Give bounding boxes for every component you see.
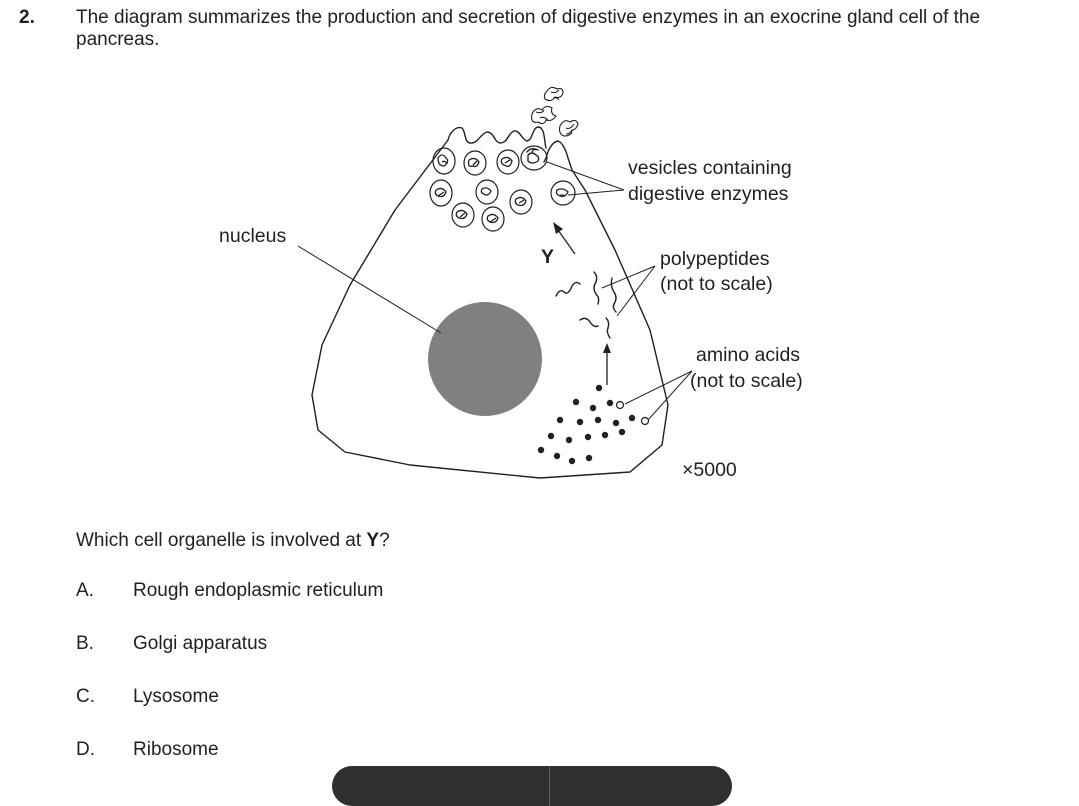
option-letter: B. bbox=[76, 633, 94, 654]
exocytosis-neck bbox=[526, 147, 539, 153]
label-vesicles-line2: digestive enzymes bbox=[628, 183, 789, 205]
option-b[interactable]: B. Golgi apparatus bbox=[76, 633, 267, 655]
option-letter: A. bbox=[76, 580, 94, 601]
option-text: Golgi apparatus bbox=[133, 633, 268, 654]
option-text: Lysosome bbox=[133, 686, 219, 707]
vesicles bbox=[429, 145, 576, 232]
cell-apical-folds bbox=[447, 126, 547, 149]
label-magnification: ×5000 bbox=[682, 459, 737, 481]
label-vesicles-line1: vesicles containing bbox=[628, 157, 792, 179]
leader-lines bbox=[297, 161, 693, 421]
prompt-bold-y: Y bbox=[366, 530, 380, 551]
label-amino-line2: (not to scale) bbox=[690, 370, 803, 392]
question-number: 2. bbox=[19, 7, 35, 28]
bottom-toolbar[interactable] bbox=[332, 766, 732, 806]
cell-diagram: nucleus vesicles containing digestive en… bbox=[219, 86, 803, 481]
question-stem: The diagram summarizes the production an… bbox=[76, 7, 981, 50]
prompt-end: ? bbox=[379, 530, 390, 551]
nucleus bbox=[428, 302, 542, 416]
label-polypeptides-line1: polypeptides bbox=[660, 248, 770, 270]
option-letter: C. bbox=[76, 686, 95, 707]
option-text: Rough endoplasmic reticulum bbox=[133, 580, 384, 601]
question-prompt: Which cell organelle is involved at Y? bbox=[76, 530, 390, 552]
toolbar-divider bbox=[549, 766, 550, 806]
option-text: Ribosome bbox=[133, 739, 219, 760]
cell-membrane bbox=[311, 139, 669, 479]
process-arrows bbox=[553, 222, 611, 385]
option-c[interactable]: C. Lysosome bbox=[76, 686, 219, 708]
label-nucleus: nucleus bbox=[219, 225, 286, 247]
label-amino-line1: amino acids bbox=[696, 344, 800, 366]
label-y: Y bbox=[541, 246, 554, 268]
option-a[interactable]: A. Rough endoplasmic reticulum bbox=[76, 580, 383, 602]
prompt-text: Which cell organelle is involved at bbox=[76, 530, 367, 551]
amino-acids bbox=[537, 384, 636, 465]
option-letter: D. bbox=[76, 739, 95, 760]
secreted-enzymes bbox=[531, 86, 579, 137]
polypeptides bbox=[555, 271, 617, 339]
label-polypeptides-line2: (not to scale) bbox=[660, 273, 773, 295]
amino-acid-pointed bbox=[615, 400, 650, 426]
option-d[interactable]: D. Ribosome bbox=[76, 739, 219, 761]
